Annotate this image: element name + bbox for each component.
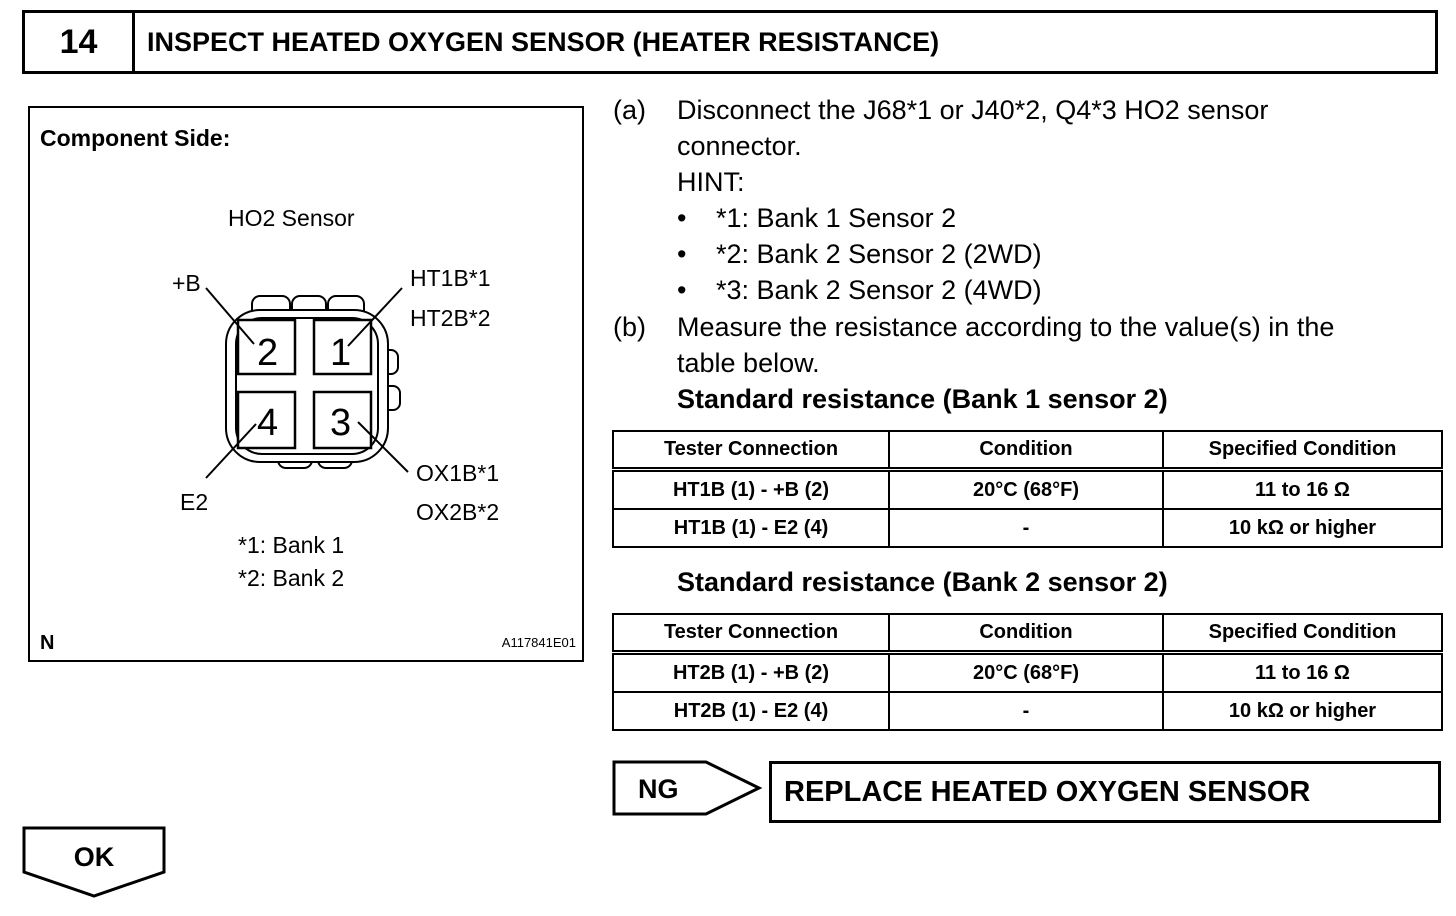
pin-3-label-bank2: OX2B*2 (416, 499, 499, 525)
pin-4-number: 4 (257, 402, 278, 444)
resistance-table-bank-1: Tester Connection Condition Specified Co… (612, 430, 1443, 548)
cell-tester-connection: HT1B (1) - E2 (4) (612, 508, 890, 548)
pin-2-number: 2 (257, 332, 278, 374)
resistance-table-bank-2: Tester Connection Condition Specified Co… (612, 613, 1443, 731)
cell-specified-condition: 11 to 16 Ω (1162, 468, 1443, 510)
header-condition: Condition (888, 613, 1164, 655)
header-specified-condition: Specified Condition (1162, 430, 1443, 472)
table-row: HT2B (1) - +B (2) 20°C (68°F) 11 to 16 Ω (612, 651, 1443, 693)
bullet-dot: • (677, 275, 687, 305)
pin-3-number: 3 (330, 402, 351, 444)
table-1-title: Standard resistance (Bank 1 sensor 2) (677, 384, 1168, 414)
ng-label: NG (638, 774, 679, 804)
hint-bullet-1: *1: Bank 1 Sensor 2 (716, 203, 957, 233)
diagram-heading: Component Side: (40, 125, 230, 151)
ok-label: OK (74, 842, 115, 872)
step-a-marker: (a) (613, 95, 646, 125)
note-bank-1: *1: Bank 1 (238, 532, 344, 558)
cell-condition: - (888, 508, 1164, 548)
pin-2-cavity (236, 318, 297, 376)
ng-arrow-shape: NG (612, 760, 763, 816)
cell-tester-connection: HT1B (1) - +B (2) (612, 468, 890, 510)
header-tester-connection: Tester Connection (612, 430, 890, 472)
ng-action-box: REPLACE HEATED OXYGEN SENSOR (769, 761, 1441, 823)
cell-specified-condition: 10 kΩ or higher (1162, 508, 1443, 548)
table-header-row: Tester Connection Condition Specified Co… (612, 430, 1443, 472)
figure-id: A117841E01 (502, 635, 576, 650)
pin-cavities (236, 318, 373, 450)
table-2-title: Standard resistance (Bank 2 sensor 2) (677, 567, 1168, 597)
pin-1-label-bank1: HT1B*1 (410, 265, 491, 291)
pin-2-label: +B (172, 270, 201, 296)
pin-3-cavity (312, 390, 373, 450)
step-b-line1: Measure the resistance according to the … (677, 312, 1335, 342)
note-bank-2: *2: Bank 2 (238, 565, 344, 591)
step-b-line2: table below. (677, 348, 820, 378)
step-b-marker: (b) (613, 312, 646, 342)
cell-specified-condition: 11 to 16 Ω (1162, 651, 1443, 693)
leader-lines (205, 287, 409, 479)
hint-bullet-3: *3: Bank 2 Sensor 2 (4WD) (716, 275, 1042, 305)
cell-condition: - (888, 691, 1164, 731)
table-row: HT1B (1) - E2 (4) - 10 kΩ or higher (612, 508, 1443, 548)
header-specified-condition: Specified Condition (1162, 613, 1443, 655)
hint-label: HINT: (677, 167, 745, 197)
bullet-dot: • (677, 203, 687, 233)
sensor-label: HO2 Sensor (228, 205, 355, 231)
step-a-line2: connector. (677, 131, 802, 161)
pin-1-number: 1 (330, 332, 351, 374)
ok-arrow-shape: OK (22, 826, 166, 898)
cell-condition: 20°C (68°F) (888, 468, 1164, 510)
table-row: HT1B (1) - +B (2) 20°C (68°F) 11 to 16 Ω (612, 468, 1443, 510)
table-header-row: Tester Connection Condition Specified Co… (612, 613, 1443, 655)
bullet-dot: • (677, 239, 687, 269)
pin-3-label-bank1: OX1B*1 (416, 460, 499, 486)
cell-specified-condition: 10 kΩ or higher (1162, 691, 1443, 731)
step-title: INSPECT HEATED OXYGEN SENSOR (HEATER RES… (147, 26, 940, 57)
hint-bullet-2: *2: Bank 2 Sensor 2 (2WD) (716, 239, 1042, 269)
connector-diagram: Component Side: HO2 Sensor 2 1 4 3 (28, 106, 584, 662)
step-a-line1: Disconnect the J68*1 or J40*2, Q4*3 HO2 … (677, 95, 1269, 125)
cell-condition: 20°C (68°F) (888, 651, 1164, 693)
step-number: 14 (25, 13, 135, 71)
header-condition: Condition (888, 430, 1164, 472)
pin-1-label-bank2: HT2B*2 (410, 305, 491, 331)
cell-tester-connection: HT2B (1) - E2 (4) (612, 691, 890, 731)
pin-4-label: E2 (180, 489, 208, 515)
table-row: HT2B (1) - E2 (4) - 10 kΩ or higher (612, 691, 1443, 731)
step-header: 14 INSPECT HEATED OXYGEN SENSOR (HEATER … (22, 10, 1438, 74)
corner-mark: N (40, 632, 54, 654)
pin-4-cavity (236, 390, 297, 450)
pin-1-cavity (312, 318, 373, 376)
cell-tester-connection: HT2B (1) - +B (2) (612, 651, 890, 693)
connector-illustration: Component Side: HO2 Sensor 2 1 4 3 (40, 125, 576, 654)
header-tester-connection: Tester Connection (612, 613, 890, 655)
